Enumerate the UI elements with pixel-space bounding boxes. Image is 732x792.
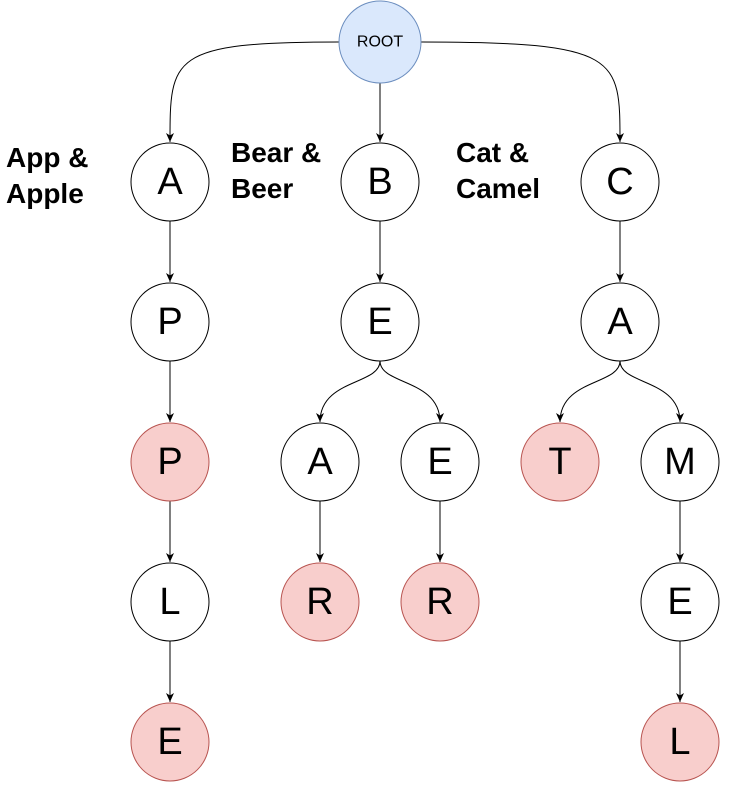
node-circle bbox=[640, 562, 720, 642]
node-came: E bbox=[640, 562, 720, 642]
caption-line: App & bbox=[6, 142, 89, 173]
edge-root-c bbox=[420, 41, 624, 143]
node-bee: E bbox=[400, 422, 480, 502]
node-beer: R bbox=[400, 562, 480, 642]
node-circle bbox=[580, 142, 660, 222]
caption-line: Beer bbox=[231, 173, 294, 204]
node-cat: T bbox=[520, 422, 600, 502]
caption-app-apple: App & Apple bbox=[6, 140, 88, 212]
node-label: P bbox=[157, 301, 182, 343]
node-circle bbox=[580, 282, 660, 362]
node-label: L bbox=[159, 581, 180, 623]
caption-line: Cat & bbox=[456, 137, 530, 168]
caption-line: Apple bbox=[6, 178, 84, 209]
edge-ca-cam bbox=[619, 360, 684, 423]
node-circle bbox=[280, 422, 360, 502]
node-label: M bbox=[664, 441, 696, 483]
node-ca: A bbox=[580, 282, 660, 362]
caption-cat-camel: Cat & Camel bbox=[456, 135, 540, 207]
node-label: R bbox=[426, 581, 453, 623]
node-circle bbox=[338, 0, 422, 84]
node-label: B bbox=[367, 161, 392, 203]
edge-ca-cat bbox=[556, 360, 621, 423]
node-label: ROOT bbox=[357, 34, 403, 51]
node-circle bbox=[640, 702, 720, 782]
node-circle bbox=[640, 422, 720, 502]
edges-layer bbox=[166, 41, 684, 702]
node-circle bbox=[340, 142, 420, 222]
nodes-layer: ROOT A B C P P L E E A E R R A T M E L bbox=[130, 0, 720, 782]
node-label: P bbox=[157, 441, 182, 483]
node-bea: A bbox=[280, 422, 360, 502]
caption-line: Camel bbox=[456, 173, 541, 204]
node-a: A bbox=[130, 142, 210, 222]
node-circle bbox=[400, 422, 480, 502]
node-c: C bbox=[580, 142, 660, 222]
node-b: B bbox=[340, 142, 420, 222]
node-label: A bbox=[157, 161, 183, 203]
caption-bear-beer: Bear & Beer bbox=[231, 135, 321, 207]
node-circle bbox=[130, 282, 210, 362]
caption-line: Bear & bbox=[231, 137, 322, 168]
node-circle bbox=[130, 562, 210, 642]
node-label: E bbox=[427, 441, 452, 483]
node-circle bbox=[400, 562, 480, 642]
node-label: L bbox=[669, 721, 690, 763]
node-apple: E bbox=[130, 702, 210, 782]
node-label: T bbox=[548, 441, 571, 483]
node-circle bbox=[280, 562, 360, 642]
edge-be-bea bbox=[316, 360, 381, 423]
edge-root-a bbox=[166, 41, 340, 143]
node-label: E bbox=[667, 581, 692, 623]
node-circle bbox=[130, 142, 210, 222]
node-label: A bbox=[607, 301, 633, 343]
node-appl: L bbox=[130, 562, 210, 642]
node-circle bbox=[520, 422, 600, 502]
node-root: ROOT bbox=[338, 0, 422, 84]
edge-be-bee bbox=[379, 360, 444, 423]
node-label: R bbox=[306, 581, 333, 623]
node-app: P bbox=[130, 422, 210, 502]
node-label: E bbox=[367, 301, 392, 343]
node-ap: P bbox=[130, 282, 210, 362]
node-circle bbox=[340, 282, 420, 362]
node-label: E bbox=[157, 721, 182, 763]
node-camel: L bbox=[640, 702, 720, 782]
node-bear: R bbox=[280, 562, 360, 642]
node-circle bbox=[130, 702, 210, 782]
node-label: C bbox=[606, 161, 633, 203]
node-circle bbox=[130, 422, 210, 502]
node-cam: M bbox=[640, 422, 720, 502]
node-label: A bbox=[307, 441, 333, 483]
node-be: E bbox=[340, 282, 420, 362]
